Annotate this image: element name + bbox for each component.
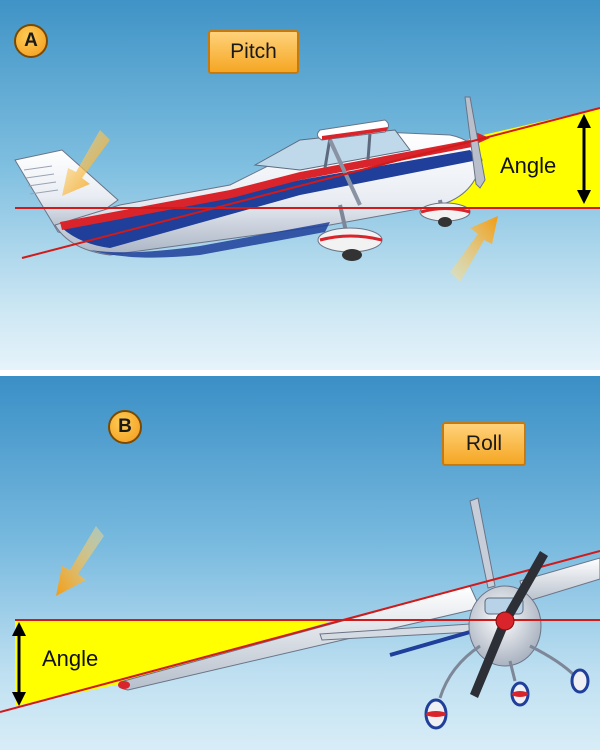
- pitch-diagram: [14, 96, 600, 282]
- roll-angle-wedge: [15, 620, 335, 706]
- pitch-title: Pitch: [208, 30, 299, 74]
- pitch-fuselage-stripe: [62, 150, 478, 248]
- panel-divider: [0, 370, 600, 376]
- roll-badge: B: [108, 410, 142, 444]
- pitch-tail-force-arrow-icon: [62, 130, 110, 196]
- pitch-propeller: [464, 96, 486, 189]
- pitch-main-wheel-fairing: [317, 227, 383, 253]
- roll-landing-gear: [438, 644, 577, 699]
- roll-propeller: [470, 551, 548, 698]
- roll-force-arrow-icon: [56, 526, 104, 596]
- pitch-longitudinal-axis-line: [21, 107, 600, 259]
- pitch-angle-label: Angle: [500, 153, 557, 178]
- roll-angle-arrow-icon: [12, 622, 26, 706]
- roll-spinner: [495, 611, 515, 631]
- roll-wing-axis-line: [0, 550, 600, 713]
- roll-angle-label: Angle: [42, 646, 99, 671]
- roll-panel: B Roll Angle: [0, 376, 600, 750]
- pitch-angle-arrow-icon: [577, 114, 591, 204]
- roll-diagram: [0, 497, 600, 730]
- roll-vertical-tail: [469, 497, 496, 589]
- pitch-panel: A Pitch Angle: [0, 0, 600, 370]
- pitch-nose-force-arrow-icon: [450, 216, 498, 282]
- pitch-badge: A: [14, 24, 48, 58]
- roll-right-wheel: [570, 668, 590, 694]
- roll-title: Roll: [442, 422, 526, 466]
